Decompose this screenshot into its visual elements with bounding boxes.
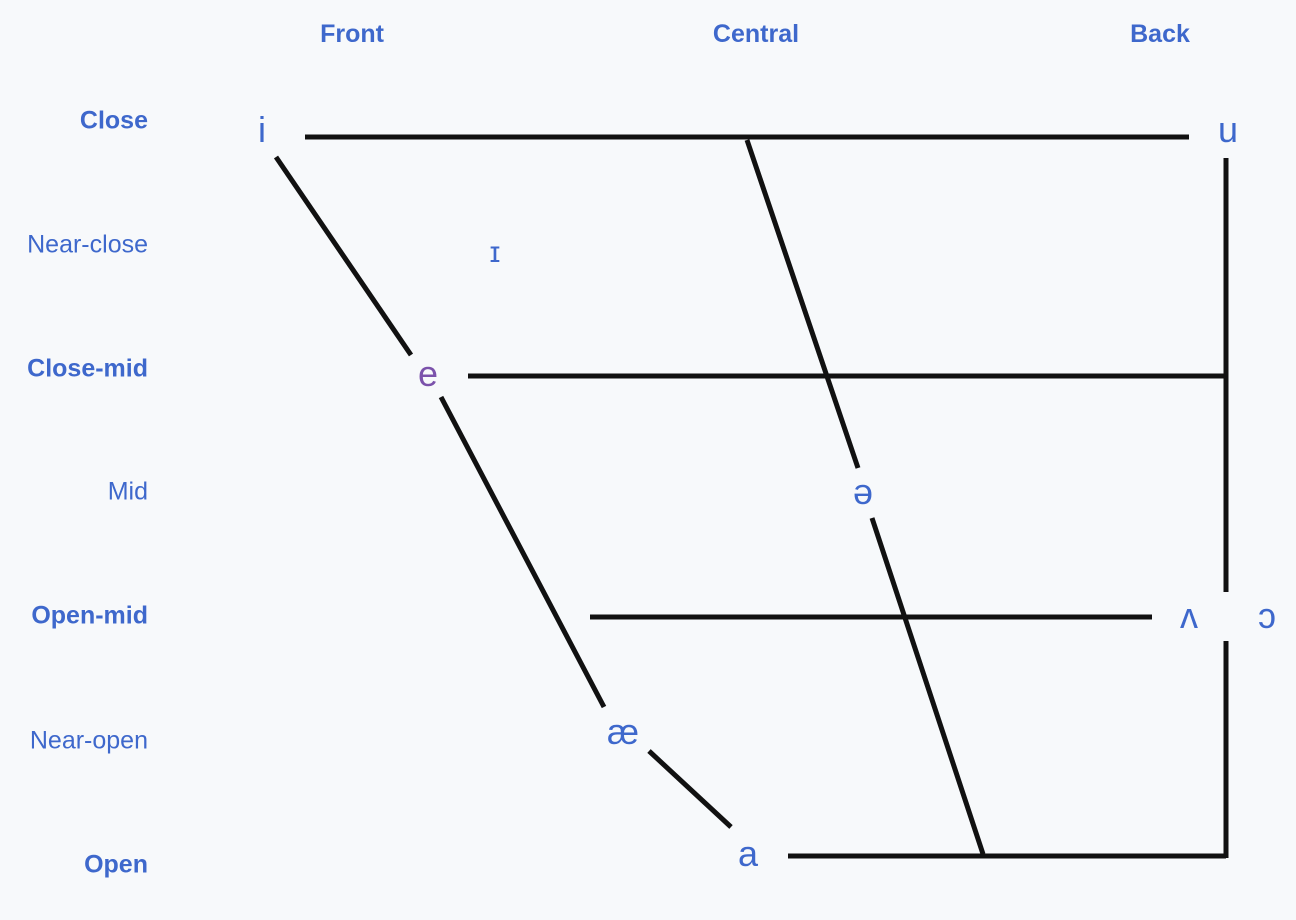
height-label-open-mid: Open-mid: [31, 601, 148, 630]
height-label-close-mid: Close-mid: [27, 354, 148, 383]
front-edge-upper: [273, 155, 414, 357]
height-label-mid: Mid: [107, 477, 148, 506]
vowel-symbol-turned-v[interactable]: ʌ: [1180, 595, 1198, 636]
axis-label-central: Central: [712, 20, 800, 48]
vowel-symbol-e[interactable]: e: [417, 353, 439, 394]
vowel-symbol-schwa[interactable]: ə: [852, 471, 874, 512]
height-label-open: Open: [84, 850, 148, 879]
vowel-symbol-a[interactable]: a: [737, 833, 759, 874]
height-label-near-open: Near-open: [29, 726, 148, 755]
height-label-close: Close: [79, 106, 148, 135]
central-divider-lower: [869, 517, 986, 855]
front-edge-middle: [438, 395, 607, 709]
axis-label-back: Back: [1130, 20, 1190, 48]
central-divider-upper: [744, 139, 861, 469]
vowel-symbol-open-o[interactable]: ɔ: [1258, 595, 1276, 636]
vowel-symbol-i[interactable]: i: [258, 109, 266, 150]
front-edge-lower: [647, 749, 733, 829]
height-label-near-close: Near-close: [27, 230, 148, 259]
vowel-symbol-small-capital-i[interactable]: ɪ: [489, 236, 501, 269]
vowel-symbol-u[interactable]: u: [1217, 109, 1239, 150]
vowel-symbol-ash[interactable]: æ: [606, 711, 640, 752]
axis-label-front: Front: [320, 20, 384, 48]
